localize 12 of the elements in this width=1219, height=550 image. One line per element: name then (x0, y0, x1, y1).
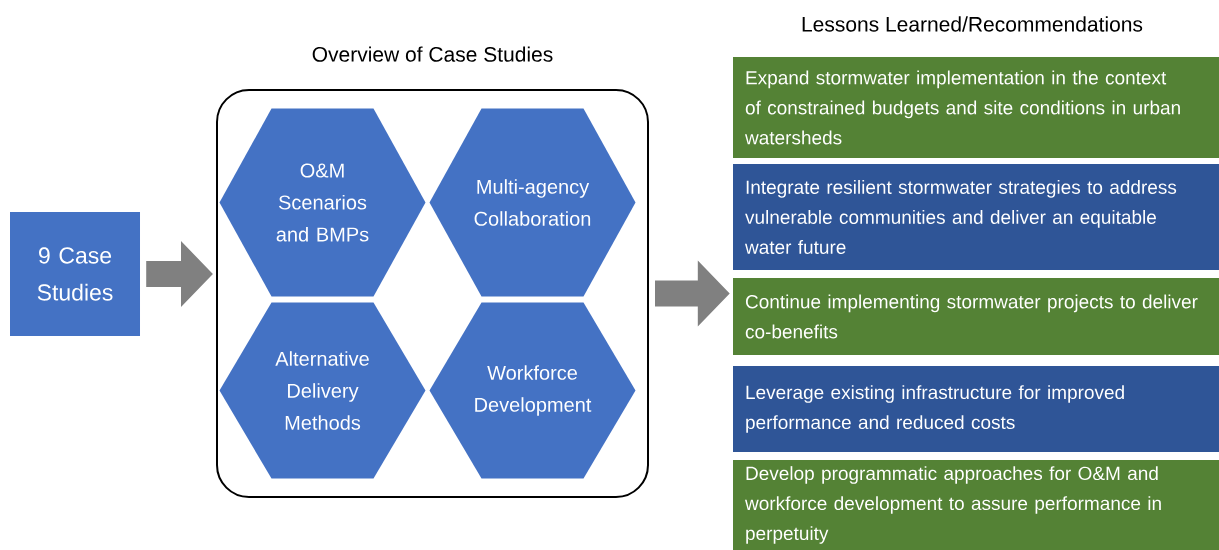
hexagon: O&M Scenarios and BMPs (219, 108, 426, 297)
hexagon: Multi-agency Collaboration (429, 108, 636, 297)
hexagon: Workforce Development (429, 302, 636, 479)
node-label: Overview of Case Studies (312, 46, 553, 62)
recommendation-box: Develop programmatic approaches for O&M and workforce development to assure performance in perpetuity (733, 460, 1219, 550)
recommendation-box: Continue implementing stormwater projects to deliver co-benefits (733, 278, 1219, 355)
recommendation-box: Integrate resilient stormwater strategies to address vulnerable communities and deliver an equitable water future (733, 164, 1219, 270)
recommendation-box: Leverage existing infrastructure for improved performance and reduced costs (733, 366, 1219, 452)
case-studies-box: 9 Case Studies (10, 212, 140, 336)
section-heading: Lessons Learned/Recommendations (802, 16, 1143, 32)
hexagon: Alternative Delivery Methods (219, 302, 426, 479)
recommendation-box: Expand stormwater implementation in the context of constrained budgets and site conditions in urban watersheds (733, 57, 1219, 158)
